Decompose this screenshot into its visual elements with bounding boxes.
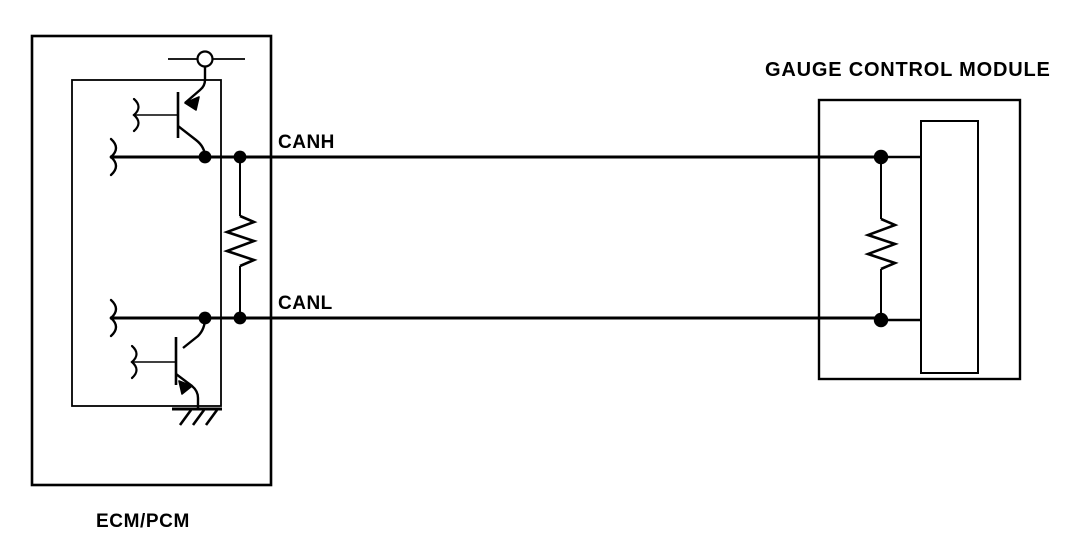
junction-dot-icon bbox=[198, 311, 212, 325]
pnp-emitter-lead bbox=[184, 67, 207, 104]
wire-break-icon bbox=[130, 344, 138, 380]
junction-dot-icon bbox=[233, 150, 247, 164]
ecm-pcm-inner-ic-box bbox=[71, 79, 222, 407]
ground-hatch-2 bbox=[191, 409, 206, 426]
wire-break-icon bbox=[109, 137, 118, 177]
junction-dot-icon bbox=[198, 150, 212, 164]
ecm-pcm-outer-box bbox=[30, 34, 273, 487]
ground-hatch-1 bbox=[178, 409, 193, 426]
gauge-control-module-outer-box bbox=[817, 98, 1022, 381]
chassis-ground-icon bbox=[172, 407, 222, 426]
junction-dot-icon bbox=[873, 149, 889, 165]
junction-dot-icon bbox=[233, 311, 247, 325]
pnp-emitter-arrow bbox=[184, 96, 200, 111]
ground-hatch-3 bbox=[204, 409, 219, 426]
resistor-zigzag-icon bbox=[223, 214, 258, 268]
transistor-npn-icon bbox=[130, 317, 207, 408]
supply-terminal-group bbox=[168, 50, 245, 68]
canh-label: CANH bbox=[278, 132, 335, 153]
gauge-control-module-inner-box bbox=[920, 120, 979, 374]
open-circle-terminal-icon bbox=[196, 50, 214, 68]
npn-emitter-arrow bbox=[178, 380, 193, 395]
ecm-termination-resistor bbox=[223, 157, 258, 318]
gauge-control-module-label: GAUGE CONTROL MODULE bbox=[765, 59, 1051, 81]
wire-break-icon bbox=[132, 97, 140, 133]
junction-dot-icon bbox=[873, 312, 889, 328]
canl-label: CANL bbox=[278, 293, 333, 314]
gauge-termination-resistor bbox=[864, 157, 899, 320]
resistor-zigzag-icon bbox=[864, 217, 899, 271]
wire-break-icon bbox=[109, 298, 118, 338]
ecm-pcm-label: ECM/PCM bbox=[96, 511, 190, 532]
